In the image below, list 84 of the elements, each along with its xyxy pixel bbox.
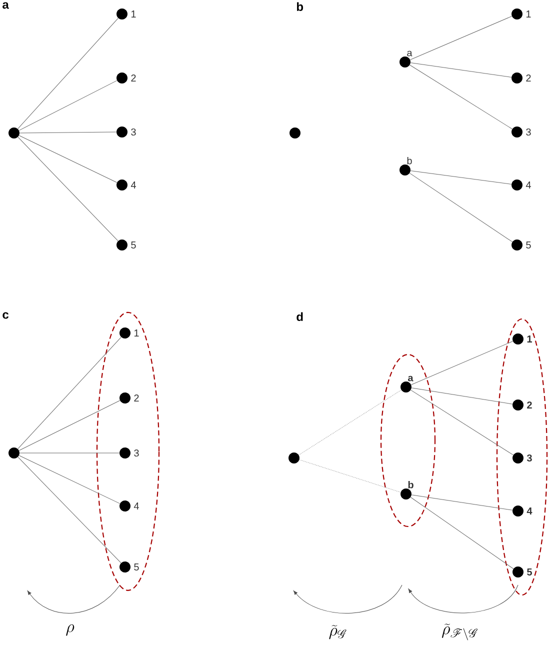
- line: [410, 16, 512, 60]
- dot: [512, 452, 524, 464]
- dot: [116, 72, 128, 84]
- dot: [400, 382, 412, 392]
- dot: [8, 448, 20, 458]
- panel-letter: b: [296, 2, 304, 11]
- line: [410, 62, 512, 78]
- dot: [120, 448, 130, 458]
- dot: [512, 240, 522, 250]
- panel-letter: d: [296, 312, 303, 321]
- line: [18, 456, 122, 564]
- node-letter: a: [407, 50, 412, 56]
- line: [18, 336, 122, 450]
- node-number: 3: [131, 128, 136, 136]
- line: [410, 170, 512, 184]
- dot: [120, 392, 130, 404]
- node-number: 5: [134, 564, 139, 570]
- dot: [116, 126, 128, 138]
- line: [411, 494, 513, 510]
- panel-letter: c: [2, 312, 9, 319]
- line: [410, 390, 514, 456]
- node-number: 3: [134, 449, 139, 457]
- dashed-ellipse: [496, 318, 548, 596]
- dot: [512, 126, 522, 138]
- dot: [116, 180, 128, 190]
- line: [410, 64, 512, 130]
- node-number: 2: [131, 74, 136, 82]
- node-number: 2: [134, 394, 139, 402]
- dashed-ellipse: [96, 312, 160, 591]
- node-letter: b: [407, 156, 412, 164]
- node-number: 1: [527, 336, 532, 342]
- node-number: 4: [130, 182, 136, 188]
- line: [299, 460, 401, 492]
- dot: [8, 128, 20, 138]
- node-number: 5: [527, 568, 532, 576]
- node-number: 3: [526, 454, 532, 462]
- line: [18, 18, 118, 130]
- dot: [116, 8, 128, 20]
- dot: [288, 452, 300, 464]
- dot: [400, 56, 410, 68]
- dot: [400, 164, 410, 176]
- line: [298, 390, 402, 456]
- node-number: 4: [526, 508, 532, 514]
- dot: [512, 506, 524, 516]
- line: [411, 341, 514, 385]
- node-number: 1: [131, 10, 136, 18]
- dot: [512, 8, 522, 20]
- line: [411, 388, 513, 404]
- dot: [290, 128, 300, 138]
- line: [410, 172, 513, 242]
- formula: $\rho$: [66, 624, 74, 636]
- panel-letter: a: [2, 2, 9, 9]
- line: [19, 452, 120, 454]
- node-letter: a: [408, 376, 414, 382]
- node-number: 1: [134, 330, 139, 336]
- node-number: 5: [131, 242, 136, 248]
- dot: [512, 334, 524, 344]
- dot: [512, 566, 524, 578]
- dashed-ellipse: [380, 354, 436, 528]
- node-number: 1: [526, 10, 531, 18]
- line: [18, 135, 118, 183]
- dot: [120, 328, 130, 338]
- node-number: 2: [527, 402, 532, 408]
- dot: [120, 500, 130, 512]
- dot: [512, 180, 522, 190]
- node-number: 4: [526, 182, 531, 188]
- node-number: 5: [526, 242, 531, 248]
- formula: $\widetilde{\rho}_{\mathscr{G}}$: [329, 625, 346, 640]
- node-number: 4: [134, 502, 139, 510]
- line: [18, 80, 118, 131]
- line: [18, 136, 118, 242]
- line: [19, 132, 117, 134]
- dot: [512, 400, 524, 410]
- node-letter: b: [408, 480, 414, 488]
- dot: [512, 72, 522, 84]
- line: [18, 455, 120, 504]
- dot: [116, 240, 128, 250]
- line: [18, 400, 120, 451]
- formula: $\widetilde{\rho}_{\mathscr{F}\setminus\mathscr{G}}$: [442, 624, 478, 640]
- node-number: 2: [526, 74, 531, 82]
- dot: [400, 488, 412, 500]
- line: [410, 497, 514, 569]
- dot: [120, 562, 130, 572]
- node-number: 3: [526, 128, 531, 136]
